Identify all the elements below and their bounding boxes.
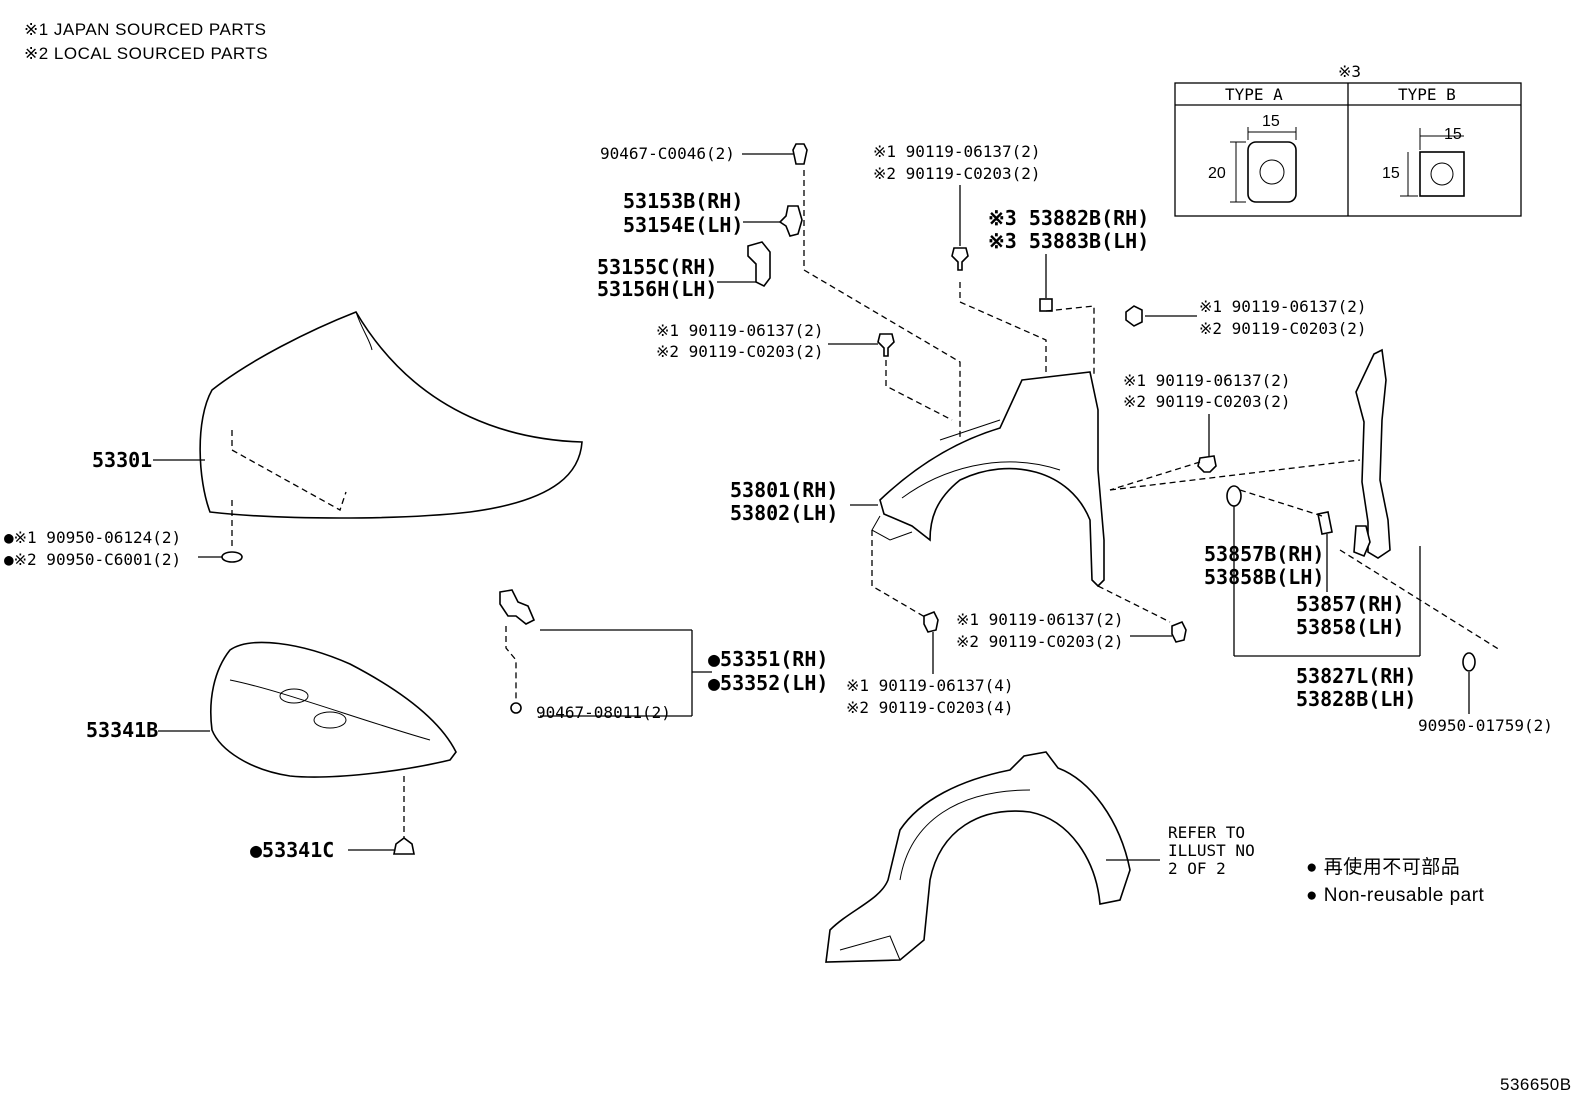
label-53858: 53858(LH) <box>1296 615 1404 639</box>
hood-cushion-icon <box>221 551 243 563</box>
label-53882b: ※3 53882B(RH) <box>988 206 1149 230</box>
label-53301: 53301 <box>92 448 152 472</box>
type-a-hole <box>1259 159 1285 185</box>
label-bot-clip-a2: ※2 90119-C0203(2) <box>956 632 1124 651</box>
label-hood-clip-1: ●※1 90950-06124(2) <box>4 528 181 547</box>
type-table: ※3 TYPE A TYPE B 15 20 15 15 <box>1174 62 1522 217</box>
label-53341b: 53341B <box>86 718 158 742</box>
label-hood-clip-2: ●※2 90950-C6001(2) <box>4 550 181 569</box>
label-left-clip-2: ※2 90119-C0203(2) <box>656 342 824 361</box>
nonreusable-legend-en: ● Non-reusable part <box>1306 885 1485 906</box>
label-bot-clip-b1: ※1 90119-06137(4) <box>846 676 1014 695</box>
label-left-clip-1: ※1 90119-06137(2) <box>656 321 824 340</box>
type-b-height: 15 <box>1382 165 1400 182</box>
legend-note-local: ※2 LOCAL SOURCED PARTS <box>24 44 268 63</box>
fender-liner <box>825 751 1131 963</box>
type-b-hole <box>1430 162 1454 186</box>
lower-screw-icon-b <box>1171 620 1187 643</box>
lower-screw-icon-a <box>923 610 939 633</box>
refer-line-1: REFER TO <box>1168 823 1245 842</box>
label-53857b: 53857B(RH) <box>1204 542 1324 566</box>
type-a-height: 20 <box>1208 165 1226 182</box>
label-53883b: ※3 53883B(LH) <box>988 229 1149 253</box>
type-b-width: 15 <box>1444 126 1462 143</box>
refer-line-3: 2 OF 2 <box>1168 859 1226 878</box>
reinforcement-53857-icon <box>1355 348 1391 559</box>
label-53802: 53802(LH) <box>730 501 838 525</box>
refer-line-2: ILLUST NO <box>1168 841 1255 860</box>
label-53801: 53801(RH) <box>730 478 838 502</box>
label-53341c: ●53341C <box>250 838 334 862</box>
label-bot-clip-a1: ※1 90119-06137(2) <box>956 610 1124 629</box>
label-53156h: 53156H(LH) <box>597 277 717 301</box>
bracket-53155c-icon <box>747 241 771 288</box>
type-a-width: 15 <box>1262 113 1280 130</box>
seal-53882b-icon <box>1039 298 1053 312</box>
label-53155c: 53155C(RH) <box>597 255 717 279</box>
top-screw-icon <box>951 247 969 271</box>
right-screw-icon <box>1125 305 1143 327</box>
label-mid-clip-1: ※1 90119-06137(2) <box>1123 371 1291 390</box>
label-90950-01759: 90950-01759(2) <box>1418 716 1553 735</box>
label-53351: ●53351(RH) <box>708 647 828 671</box>
pad-53827l-icon <box>1317 511 1333 535</box>
grommet-53857b-icon <box>1226 485 1242 507</box>
type-b-header: TYPE B <box>1398 85 1456 104</box>
type-a-shape <box>1247 141 1297 203</box>
clip-90950-01759-icon <box>1462 652 1476 672</box>
label-90467-08011: 90467-08011(2) <box>536 703 671 722</box>
label-53154e: 53154E(LH) <box>623 213 743 237</box>
label-mid-clip-2: ※2 90119-C0203(2) <box>1123 392 1291 411</box>
diagram-id: 536650B <box>1500 1075 1572 1094</box>
label-53352: ●53352(LH) <box>708 671 828 695</box>
type-b-shape <box>1419 151 1465 197</box>
label-right-clip-2: ※2 90119-C0203(2) <box>1199 319 1367 338</box>
label-90467-c0046: 90467-C0046(2) <box>600 144 735 163</box>
label-bot-clip-b2: ※2 90119-C0203(4) <box>846 698 1014 717</box>
seal-53351-icon <box>499 589 536 625</box>
label-53858b: 53858B(LH) <box>1204 565 1324 589</box>
label-top-clip-1: ※1 90119-06137(2) <box>873 142 1041 161</box>
nonreusable-legend-jp: ● 再使用不可部品 <box>1306 856 1460 878</box>
type-a-header: TYPE A <box>1225 85 1283 104</box>
hood-53301 <box>199 311 583 519</box>
clip-53341c-icon <box>393 837 415 855</box>
left-screw-icon <box>877 333 895 357</box>
top-clip-icon <box>792 143 808 165</box>
label-53828b: 53828B(LH) <box>1296 687 1416 711</box>
label-53827l: 53827L(RH) <box>1296 664 1416 688</box>
label-53153b: 53153B(RH) <box>623 189 743 213</box>
bracket-53153b-icon <box>778 205 803 237</box>
fender-53801 <box>879 371 1105 588</box>
clip-90467-08011-icon <box>510 702 522 714</box>
type-table-mark: ※3 <box>1338 62 1361 81</box>
label-right-clip-1: ※1 90119-06137(2) <box>1199 297 1367 316</box>
label-53857: 53857(RH) <box>1296 592 1404 616</box>
legend-note-japan: ※1 JAPAN SOURCED PARTS <box>24 20 267 39</box>
mid-screw-icon <box>1197 455 1217 473</box>
label-top-clip-2: ※2 90119-C0203(2) <box>873 164 1041 183</box>
